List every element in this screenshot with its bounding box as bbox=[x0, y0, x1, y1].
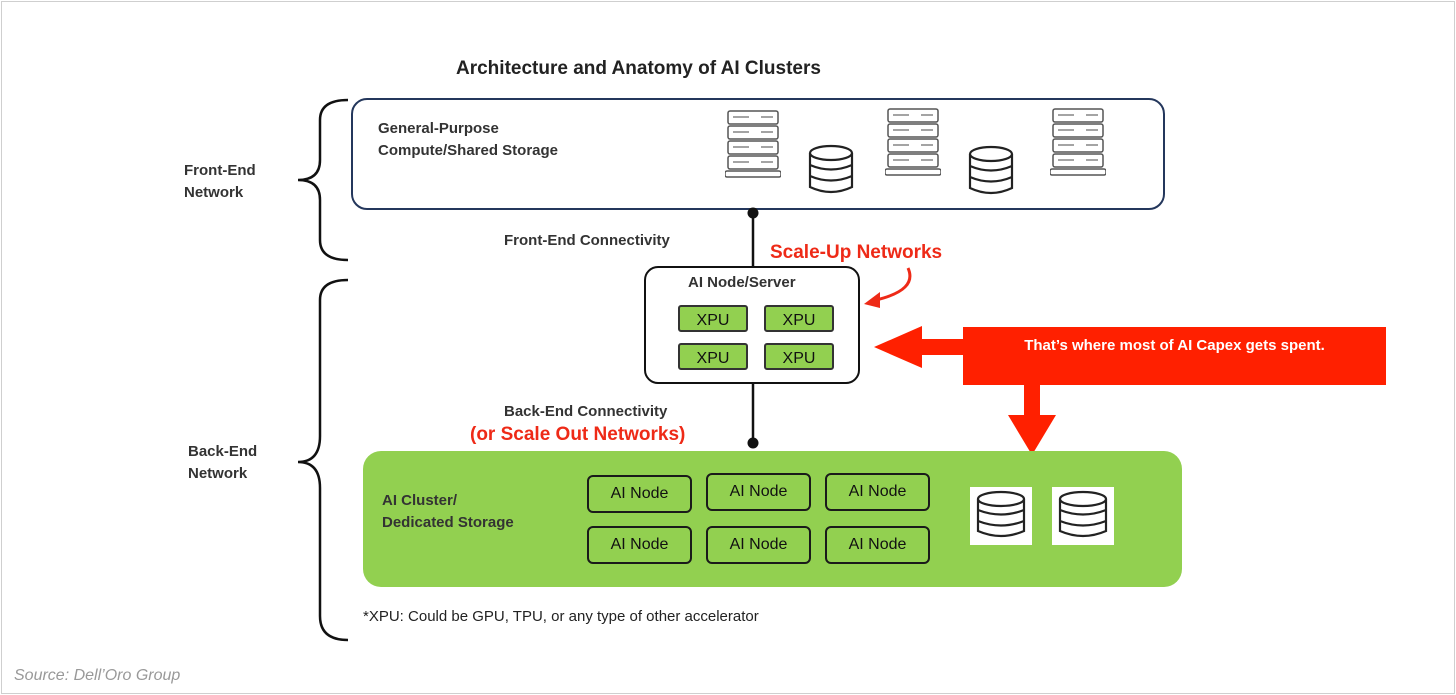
ai-cluster-label-line1: AI Cluster/ bbox=[382, 492, 458, 509]
connector-lines bbox=[747, 207, 759, 449]
front-end-connectivity-label: Front-End Connectivity bbox=[504, 232, 670, 249]
scale-up-networks-label: Scale-Up Networks bbox=[770, 242, 943, 263]
front-end-box-label-line1: General-Purpose bbox=[378, 120, 499, 137]
ai-node: AI Node bbox=[825, 473, 930, 511]
back-end-network-label: Back-End Network bbox=[188, 441, 257, 485]
front-end-box-label-line2: Compute/Shared Storage bbox=[378, 142, 559, 159]
ai-node: AI Node bbox=[587, 526, 692, 564]
ai-node: AI Node bbox=[706, 473, 811, 511]
back-end-label-line2: Network bbox=[188, 465, 248, 482]
xpu-footnote: *XPU: Could be GPU, TPU, or any type of … bbox=[363, 608, 759, 625]
xpu-chip: XPU bbox=[678, 305, 748, 332]
server-rack-icon bbox=[885, 108, 941, 176]
ai-node-server-title: AI Node/Server bbox=[688, 274, 796, 291]
front-end-brace-icon bbox=[297, 98, 349, 262]
front-end-label-line1: Front-End bbox=[184, 162, 256, 179]
front-end-connector-dot bbox=[747, 207, 759, 219]
database-icon bbox=[808, 144, 854, 194]
ai-node: AI Node bbox=[825, 526, 930, 564]
callout-down-arrow-icon bbox=[1008, 383, 1056, 455]
server-rack-icon bbox=[725, 110, 781, 178]
xpu-chip: XPU bbox=[764, 343, 834, 370]
source-credit: Source: Dell’Oro Group bbox=[14, 667, 181, 684]
database-icon bbox=[968, 145, 1014, 195]
ai-node: AI Node bbox=[587, 475, 692, 513]
brace-icons bbox=[297, 98, 349, 642]
database-icon bbox=[1052, 487, 1114, 545]
capex-callout-box: That’s where most of AI Capex gets spent… bbox=[963, 327, 1386, 385]
ai-node: AI Node bbox=[706, 526, 811, 564]
scale-out-networks-label: (or Scale Out Networks) bbox=[470, 424, 686, 445]
front-end-box-label: General-Purpose Compute/Shared Storage bbox=[378, 118, 558, 162]
back-end-connector-dot bbox=[747, 437, 759, 449]
front-end-label-line2: Network bbox=[184, 184, 244, 201]
back-end-label-line1: Back-End bbox=[188, 443, 258, 460]
xpu-chip: XPU bbox=[678, 343, 748, 370]
ai-cluster-label: AI Cluster/ Dedicated Storage bbox=[382, 490, 514, 534]
back-end-connectivity-label: Back-End Connectivity bbox=[504, 403, 668, 420]
xpu-chip: XPU bbox=[764, 305, 834, 332]
front-end-network-label: Front-End Network bbox=[184, 160, 256, 204]
diagram-title: Architecture and Anatomy of AI Clusters bbox=[456, 58, 821, 79]
back-end-brace-icon bbox=[297, 278, 349, 642]
database-icon bbox=[970, 487, 1032, 545]
server-rack-icon bbox=[1050, 108, 1106, 176]
callout-left-arrow-icon bbox=[874, 326, 976, 368]
scale-up-arrow-icon bbox=[864, 267, 912, 308]
ai-cluster-label-line2: Dedicated Storage bbox=[382, 514, 514, 531]
